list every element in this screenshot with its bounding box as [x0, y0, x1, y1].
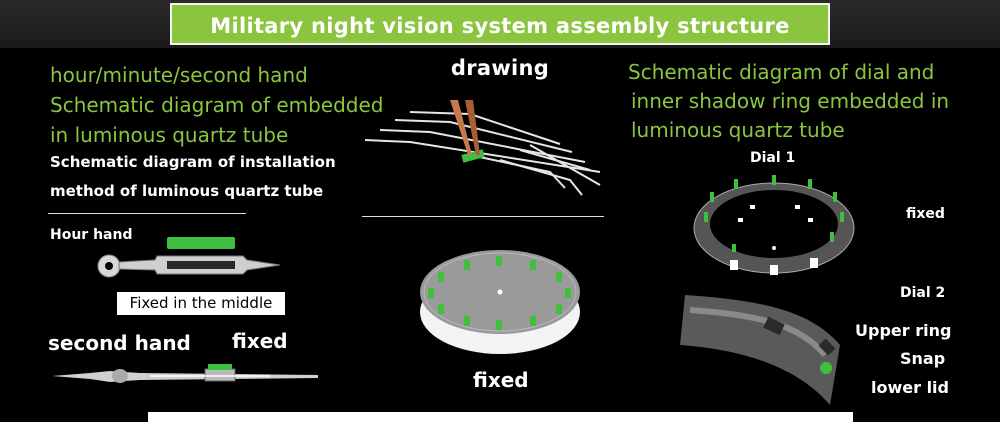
center-divider — [362, 216, 604, 217]
second-hand-fixed-label: fixed — [232, 329, 288, 353]
hands-tweezers-illustration — [364, 100, 601, 196]
right-heading-line-1: Schematic diagram of dial and — [628, 60, 935, 84]
snap-label: Snap — [900, 349, 946, 368]
dial1-fixed-label: fixed — [906, 206, 945, 222]
center-fixed-label: fixed — [473, 368, 529, 392]
hour-hand-illustration — [97, 237, 281, 278]
second-hand-label: second hand — [48, 331, 191, 355]
dial1-label: Dial 1 — [750, 150, 796, 166]
hour-hand-label: Hour hand — [50, 227, 133, 243]
second-hand-illustration — [52, 364, 318, 383]
left-heading-line-2: Schematic diagram of embedded — [50, 93, 384, 117]
lower-lid-label: lower lid — [871, 378, 949, 397]
fixed-middle-label: Fixed in the middle — [117, 292, 285, 315]
dial2-label: Dial 2 — [900, 285, 946, 301]
left-heading-line-3: in luminous quartz tube — [50, 123, 289, 147]
right-heading-line-3: luminous quartz tube — [631, 118, 845, 142]
left-heading-line-1: hour/minute/second hand — [50, 63, 308, 87]
left-subheading-line-1: Schematic diagram of installation — [50, 153, 336, 171]
dial1-ring-illustration — [693, 175, 855, 275]
upper-ring-label: Upper ring — [855, 321, 952, 340]
center-dial-illustration — [420, 250, 580, 354]
right-heading-line-2: inner shadow ring embedded in — [631, 89, 950, 113]
title-banner: Military night vision system assembly st… — [170, 3, 830, 80]
left-divider — [48, 213, 246, 214]
dial2-section-illustration — [680, 295, 840, 405]
bottom-strip — [148, 412, 853, 422]
left-subheading-line-2: method of luminous quartz tube — [50, 182, 324, 200]
